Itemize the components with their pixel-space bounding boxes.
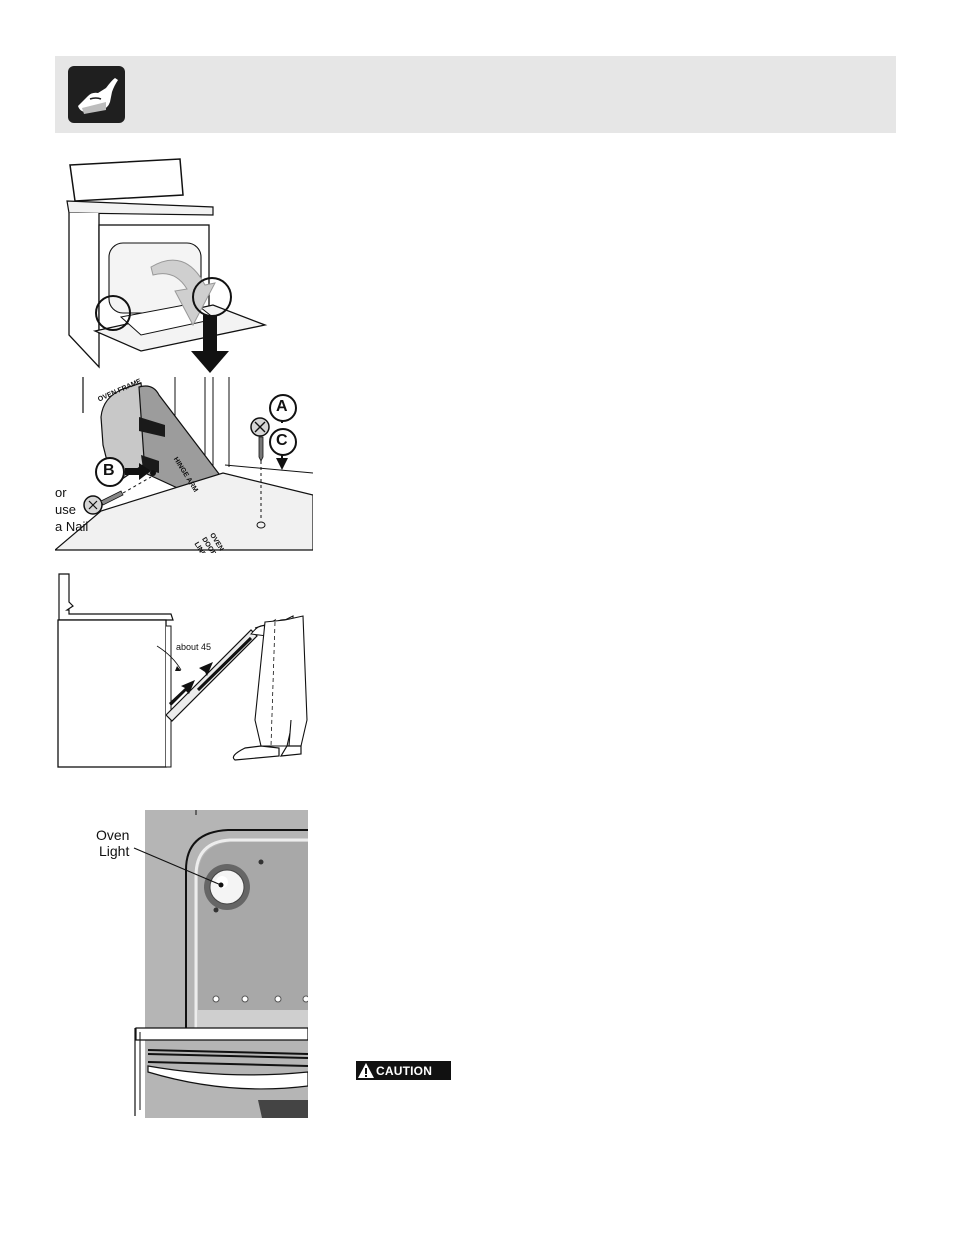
oven-light-label-line2: Light bbox=[99, 843, 130, 859]
point-b-label: B bbox=[103, 462, 115, 479]
door-removal-illustration: OVEN FRAME HINGE ARM OVEN DOOR LINER A C… bbox=[55, 155, 313, 553]
warning-triangle-icon bbox=[358, 1063, 374, 1078]
use-label: use bbox=[55, 502, 76, 517]
section-header bbox=[55, 56, 896, 133]
door-angle-illustration: about 45 bbox=[55, 570, 313, 770]
angle-label: about 45 bbox=[176, 642, 212, 652]
or-label: or bbox=[55, 485, 67, 500]
point-a-label: A bbox=[276, 398, 288, 415]
caution-badge: CAUTION bbox=[356, 1061, 451, 1080]
a-nail-label: a Nail bbox=[55, 519, 89, 534]
oven-light-label-line1: Oven bbox=[96, 827, 130, 843]
hand-tool-icon bbox=[68, 66, 125, 123]
point-c-label: C bbox=[276, 432, 288, 449]
oven-light-illustration: Oven Light bbox=[78, 810, 308, 1118]
caution-text: CAUTION bbox=[376, 1063, 433, 1078]
